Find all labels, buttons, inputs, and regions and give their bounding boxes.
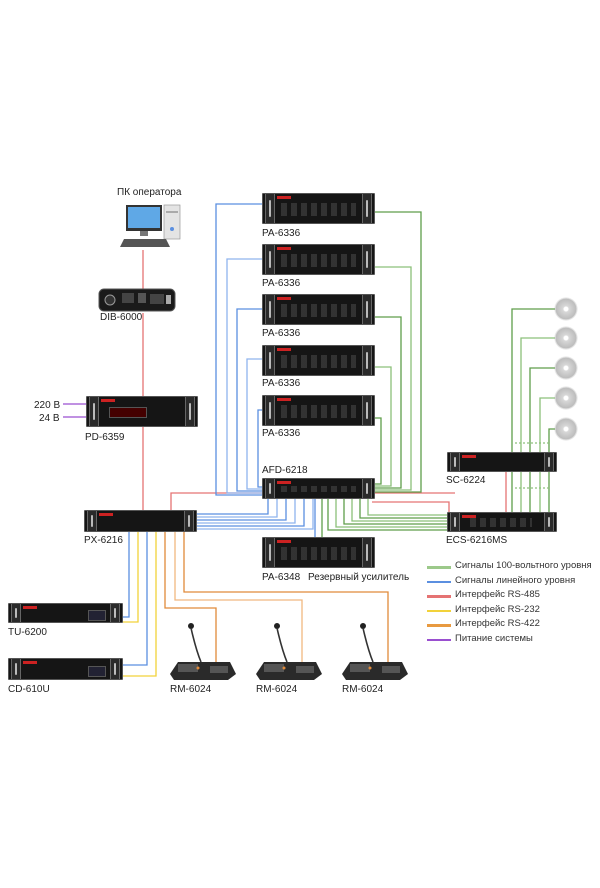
line-level-wire (226, 258, 263, 494)
100v-wire (375, 211, 422, 493)
100v-wire (351, 499, 447, 522)
reserve-amplifier-note: Резервный усилитель (308, 572, 410, 583)
tu-6200-device[interactable] (8, 603, 123, 623)
100v-wire (375, 316, 402, 489)
ceiling-speaker-icon[interactable] (555, 387, 577, 409)
pa-6336-label-4: PA-6336 (262, 378, 301, 389)
legend-swatch (427, 609, 451, 612)
pa-6336-device-4[interactable] (262, 345, 375, 376)
px-6216-device[interactable] (84, 510, 197, 532)
line-level-wire (257, 409, 263, 488)
rm-6024-microphone-icon[interactable] (340, 622, 410, 684)
dib-6000-device[interactable] (98, 287, 176, 313)
100v-wire (327, 499, 447, 531)
pa-6336-label-2: PA-6336 (262, 278, 301, 289)
rs422-wire (183, 532, 389, 663)
legend-label: Сигналы линейного уровня (455, 574, 576, 586)
legend-swatch (427, 566, 451, 569)
px-6216-label: PX-6216 (84, 535, 123, 546)
100v-wire (367, 499, 447, 516)
pd-6359-device[interactable] (86, 396, 198, 427)
tu-6200-label: TU-6200 (8, 627, 47, 638)
ceiling-speaker-icon[interactable] (555, 327, 577, 349)
line-level-wire (197, 499, 278, 518)
pa-6336-device-5[interactable] (262, 395, 375, 426)
legend-swatch (427, 624, 451, 627)
sc-6224-device[interactable] (447, 452, 557, 472)
ecs-6216ms-label: ECS-6216MS (446, 535, 508, 546)
operator-pc-icon[interactable] (120, 203, 186, 251)
legend-label: Питание системы (455, 632, 533, 644)
legend-label: Сигналы 100-вольтного уровня (455, 560, 592, 571)
ceiling-speaker-icon[interactable] (555, 298, 577, 320)
cd-610u-device[interactable] (8, 658, 123, 680)
rs485-wire (170, 492, 262, 511)
rm-6024-label-3: RM-6024 (342, 684, 384, 695)
pa-6336-label-3: PA-6336 (262, 328, 301, 339)
100v-wire (539, 397, 556, 513)
rm-6024-label-1: RM-6024 (170, 684, 212, 695)
rs422-wire (164, 532, 217, 663)
rm-6024-microphone-icon[interactable] (254, 622, 324, 684)
pc-label: ПК оператора (117, 187, 182, 198)
legend-swatch (427, 595, 451, 598)
power-24v-label: 24 В (39, 413, 60, 424)
100v-wire (359, 499, 447, 519)
100v-wire (511, 308, 556, 513)
100v-wire (375, 266, 412, 491)
sc-6224-label: SC-6224 (446, 475, 486, 486)
100v-wire (520, 337, 556, 513)
legend-swatch (427, 638, 451, 641)
afd-6218-label: AFD-6218 (262, 465, 308, 476)
ceiling-speaker-icon[interactable] (555, 357, 577, 379)
100v-wire (343, 499, 447, 525)
line-level-wire (197, 499, 314, 530)
line-level-wire (197, 499, 305, 527)
pd-6359-label: PD-6359 (85, 432, 125, 443)
ceiling-speaker-icon[interactable] (555, 418, 577, 440)
rs422-wire (174, 532, 303, 663)
100v-wire (375, 366, 392, 487)
line-level-wire (236, 308, 263, 492)
100v-wire (529, 367, 556, 513)
pa-6348-device[interactable] (262, 537, 375, 568)
pa-6336-device-3[interactable] (262, 294, 375, 325)
legend-label: Интерфейс RS-485 (455, 589, 540, 600)
pa-6336-device-1[interactable] (262, 193, 375, 224)
ecs-6216ms-device[interactable] (447, 512, 557, 532)
pa-6336-device-2[interactable] (262, 244, 375, 275)
line-level-wire (197, 499, 287, 521)
100v-wire (375, 417, 382, 485)
legend-label: Интерфейс RS-232 (455, 603, 540, 615)
power-220v-label: 220 В (34, 400, 61, 411)
rm-6024-microphone-icon[interactable] (168, 622, 238, 684)
line-level-wire (197, 499, 269, 515)
legend-swatch (427, 580, 451, 583)
legend-label: Интерфейс RS-422 (455, 618, 540, 629)
rs232-wire (123, 532, 139, 623)
line-level-wire (215, 203, 263, 496)
rs485-wire (372, 501, 450, 512)
pa-6336-label-5: PA-6336 (262, 428, 301, 439)
line-level-wire (123, 532, 130, 618)
rm-6024-label-2: RM-6024 (256, 684, 298, 695)
pa-6336-label-1: PA-6336 (262, 228, 301, 239)
line-level-wire (197, 499, 296, 524)
line-level-wire (123, 532, 148, 666)
100v-wire (548, 428, 556, 513)
line-level-wire (246, 358, 263, 490)
afd-6218-device[interactable] (262, 478, 375, 499)
pa-6348-label: PA-6348 (262, 572, 301, 583)
100v-wire (335, 499, 447, 528)
dib-6000-label: DIB-6000 (100, 312, 143, 323)
rs232-wire (123, 532, 157, 677)
cd-610u-label: CD-610U (8, 684, 50, 695)
